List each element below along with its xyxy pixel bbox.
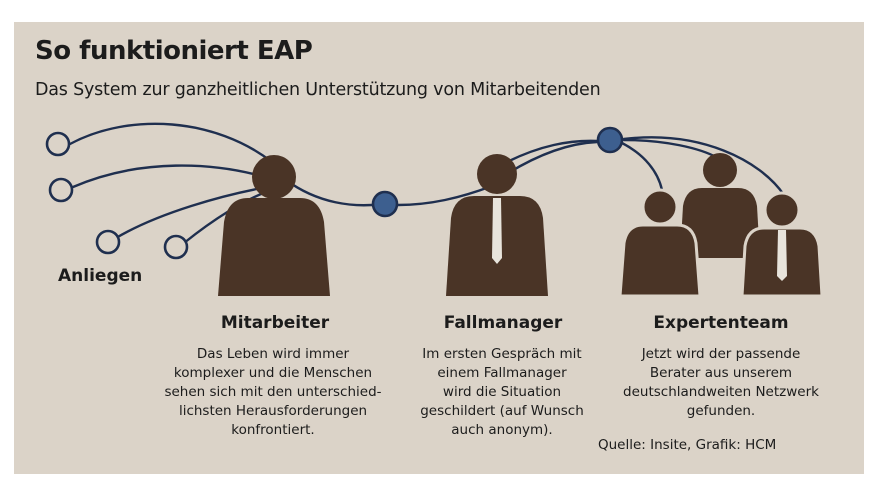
node-fallmanager-experten (596, 126, 624, 154)
description-line: geschildert (auf Wunsch (420, 403, 584, 419)
page-title: So funktioniert EAP (35, 36, 313, 66)
anliegen-circle-4 (163, 234, 189, 260)
anliegen-line-2 (71, 164, 270, 189)
link-node2-expert-left (620, 141, 664, 192)
description-line: konfrontiert. (231, 422, 315, 438)
description-line: wird die Situation (442, 384, 562, 400)
page-subtitle: Das System zur ganzheitlichen Unterstütz… (35, 80, 601, 100)
description-line: gefunden. (686, 403, 756, 419)
description-line: Im ersten Gespräch mit (422, 346, 582, 362)
description-line: sehen sich mit den unterschied- (164, 384, 382, 400)
anliegen-circle-1 (45, 131, 71, 157)
description-line: lichsten Herausforderungen (178, 403, 368, 419)
description-line: Jetzt wird der passende (641, 346, 801, 362)
description-line: deutschlandweiten Netzwerk (623, 384, 819, 400)
expert-figure-left (618, 188, 702, 298)
description-line: Berater aus unserem (649, 365, 793, 381)
expert-figure-right (740, 191, 824, 298)
link-node2-expert-middle (622, 138, 720, 160)
link-fallmanager-node2-a (501, 139, 599, 166)
link-node-fallmanager (396, 184, 494, 207)
role-description-expertenteam: Jetzt wird der passende Berater aus unse… (601, 345, 841, 421)
anliegen-circle-2 (48, 177, 74, 203)
node-mitarbeiter-fallmanager (371, 190, 399, 218)
role-title-fallmanager: Fallmanager (443, 313, 563, 333)
mitarbeiter-figure (218, 155, 330, 296)
description-line: Das Leben wird immer (196, 346, 350, 362)
anliegen-line-3 (114, 186, 264, 240)
expert-figure-back (680, 153, 760, 258)
role-description-fallmanager: Im ersten Gespräch mit einem Fallmanager… (382, 345, 622, 440)
link-fallmanager-node2-b (503, 140, 599, 177)
description-line: komplexer und die Menschen (173, 365, 373, 381)
anliegen-line-1 (68, 122, 274, 164)
anliegen-circle-3 (95, 229, 121, 255)
fallmanager-figure (446, 154, 548, 296)
link-mitarbeiter-node (284, 178, 374, 207)
role-title-expertenteam: Expertenteam (653, 313, 789, 333)
anliegen-label: Anliegen (58, 266, 143, 286)
description-line: auch anonym). (451, 422, 553, 438)
role-title-mitarbeiter: Mitarbeiter (220, 313, 330, 333)
description-line: einem Fallmanager (437, 365, 567, 381)
role-description-mitarbeiter: Das Leben wird immer komplexer und die M… (153, 345, 393, 440)
source-credit: Quelle: Insite, Grafik: HCM (598, 437, 777, 453)
link-node2-expert-right (622, 136, 786, 197)
